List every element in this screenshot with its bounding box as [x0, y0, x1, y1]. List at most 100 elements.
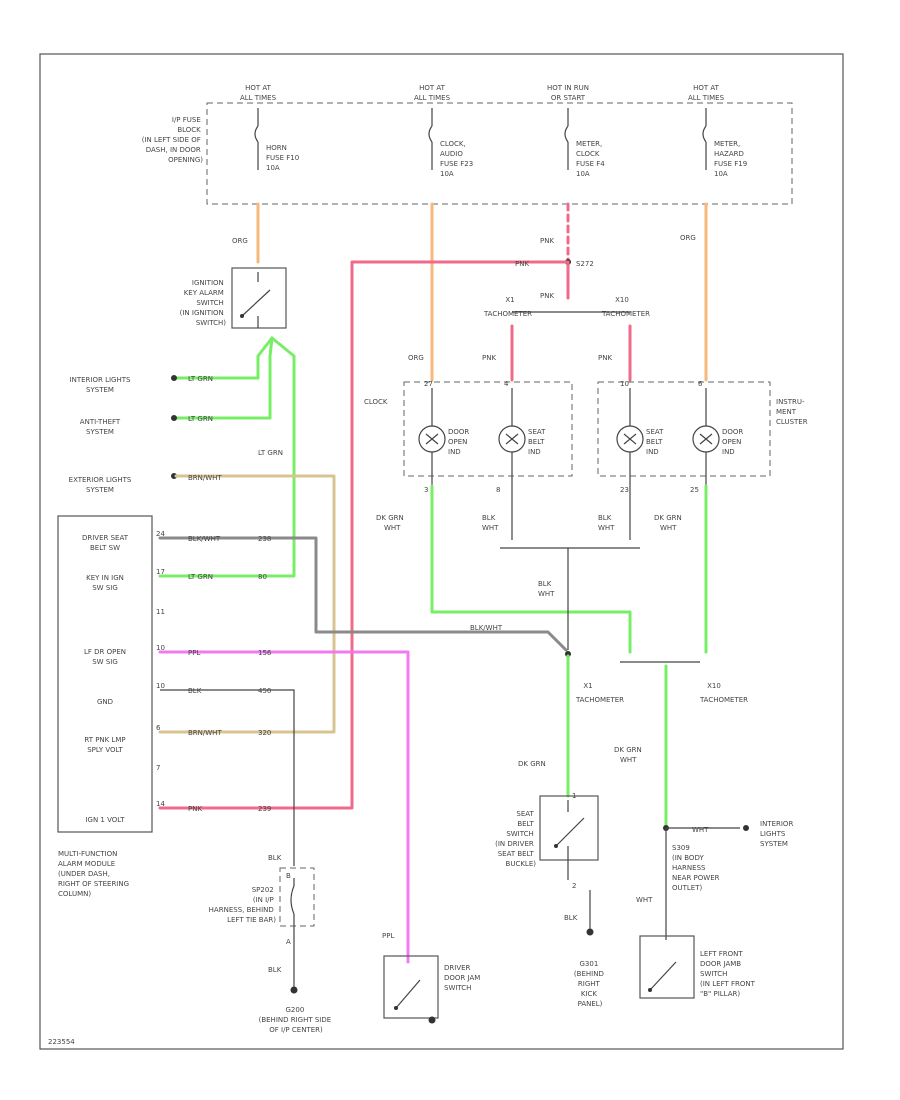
- wire-pnk-e-label: PNK: [598, 354, 612, 362]
- driver-jam-pivot: [394, 1006, 398, 1010]
- wire-wht1-label: WHT: [692, 826, 709, 834]
- fuse-horn-symbol: [254, 108, 259, 170]
- cluster-left-outline: [403, 381, 573, 477]
- cluster-pin-top-3: 10: [620, 380, 629, 388]
- module-wire-4: BLK: [188, 687, 202, 695]
- ignition-switch-contact: [241, 272, 271, 328]
- driver-jam-contact: [395, 979, 433, 1020]
- wire-org-clock-label: ORG: [408, 354, 424, 362]
- module-circ-4: 450: [258, 687, 271, 695]
- cluster-pin-bot-2: 8: [496, 486, 500, 494]
- g301-label: G301 (BEHIND RIGHT KICK PANEL): [574, 960, 606, 1008]
- module-name: MULTI-FUNCTION ALARM MODULE (UNDER DASH,…: [58, 850, 131, 898]
- diagram-frame: [39, 53, 844, 1050]
- seat-belt-switch-pivot: [554, 844, 558, 848]
- module-circ-3: 156: [258, 649, 272, 657]
- bulb-door-open-2: [692, 388, 720, 486]
- connector-antitheft: [171, 415, 177, 421]
- wire-blk-a-label: BLK: [268, 854, 282, 862]
- module-wire-6: PNK: [188, 805, 202, 813]
- s309-label: S309 (IN BODY HARNESS NEAR POWER OUTLET): [672, 844, 722, 892]
- ground-g301: [586, 928, 594, 936]
- module-pin-3: 10: [156, 644, 165, 652]
- wire-ltgrn1-label: LT GRN: [188, 375, 213, 383]
- module-wire-1: BLK/WHT: [188, 535, 221, 543]
- splice-s272-label: S272: [576, 260, 594, 268]
- connector-exterior: [171, 473, 177, 479]
- connector-interior-right: [743, 825, 749, 831]
- module-wire-5: BRN/WHT: [188, 729, 222, 737]
- footer-code: 223554: [48, 1038, 75, 1046]
- module-wire-3: PPL: [188, 649, 200, 657]
- wire-ltgrn3-label: LT GRN: [258, 449, 283, 457]
- connector-interior: [171, 375, 177, 381]
- lf-jamb-pivot: [648, 988, 652, 992]
- wire-ltgrn-antitheft: [174, 336, 274, 420]
- lf-jamb-contact: [649, 961, 677, 991]
- wire-pnk-d-label: PNK: [482, 354, 496, 362]
- cluster-pin-top-4: 6: [698, 380, 703, 388]
- seat-belt-pin-1: 1: [572, 792, 576, 800]
- junction-tach-left: [565, 651, 571, 657]
- lf-jamb-label: LEFT FRONT DOOR JAMB SWITCH (IN LEFT FRO…: [700, 950, 757, 998]
- wire-org-hazard-label: ORG: [680, 234, 696, 242]
- module-pin-1: 24: [156, 530, 165, 538]
- bulb-door-open-1: [418, 388, 446, 486]
- cluster-pin-bot-3: 23: [620, 486, 629, 494]
- sp202-outline: [279, 867, 315, 927]
- module-pin-5: 6: [156, 724, 161, 732]
- wire-brnwht: [158, 474, 336, 734]
- seat-belt-switch-contact: [555, 800, 585, 880]
- wire-wht2-label: WHT: [636, 896, 653, 904]
- module-pin-extra-1: 11: [156, 608, 165, 616]
- wire-ltgrn-module: [158, 336, 296, 578]
- sp202-link: [290, 878, 295, 946]
- wire-ppl: [158, 650, 410, 964]
- fuse-block-label: I/P FUSE BLOCK (IN LEFT SIDE OF DASH, IN…: [142, 116, 204, 164]
- module-pin-2: 17: [156, 568, 165, 576]
- wire-dkgrn3-label: DK GRN: [518, 760, 546, 768]
- wire-blk-c-label: BLK: [564, 914, 578, 922]
- module-pin-extra-2: 7: [156, 764, 160, 772]
- module-circ-5: 320: [258, 729, 271, 737]
- module-wire-2: LT GRN: [188, 573, 213, 581]
- cluster-pin-top-2: 4: [504, 380, 509, 388]
- module-circ-1: 238: [258, 535, 271, 543]
- driver-door-jam-switch: [383, 955, 439, 1019]
- sp202-label: SP202 (IN I/P HARNESS, BEHIND LEFT TIE B…: [209, 886, 277, 924]
- cluster-clock-label: CLOCK: [364, 398, 388, 406]
- module-pin-4: 10: [156, 682, 165, 690]
- cluster-pin-bot-4: 25: [690, 486, 699, 494]
- fuse-block-outline: [206, 102, 793, 205]
- fuse-clock-symbol: [428, 108, 433, 170]
- fuse-meter-symbol: [564, 108, 569, 170]
- seat-belt-pin-2: 2: [572, 882, 576, 890]
- module-row-gnd: GND: [97, 698, 113, 706]
- seat-belt-switch-label: SEAT BELT SWITCH (IN DRIVER SEAT BELT BU…: [495, 810, 536, 868]
- sp202-pin-a: A: [286, 938, 291, 946]
